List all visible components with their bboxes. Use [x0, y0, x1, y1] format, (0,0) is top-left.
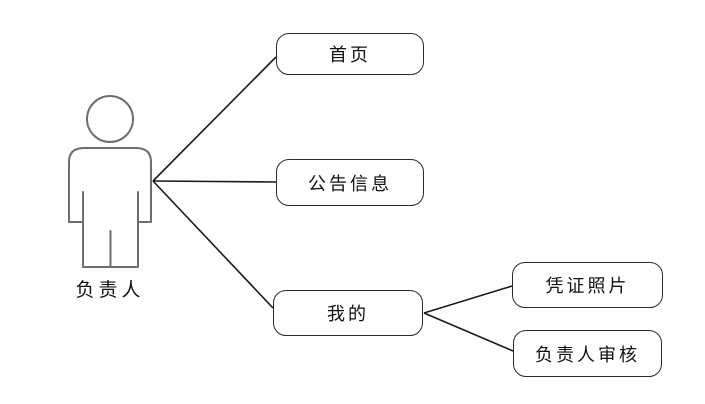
actor-left-arm: [68, 191, 84, 223]
edge-actor-mine: [152, 180, 274, 309]
edge-mine-manager-review: [423, 312, 514, 352]
edge-actor-announcements: [152, 180, 277, 183]
actor-person-icon: [68, 95, 152, 268]
node-manager-review: 负责人审核: [513, 330, 662, 377]
node-announcements: 公告信息: [276, 159, 424, 206]
node-home: 首页: [276, 33, 424, 75]
edge-actor-home: [152, 56, 277, 182]
actor-label: 负责人: [75, 280, 145, 301]
actor-head: [86, 95, 134, 143]
node-voucher-photo: 凭证照片: [512, 262, 663, 308]
node-mine: 我的: [273, 290, 423, 336]
actor-torso: [68, 147, 152, 223]
edge-mine-voucher-photo: [423, 285, 513, 314]
